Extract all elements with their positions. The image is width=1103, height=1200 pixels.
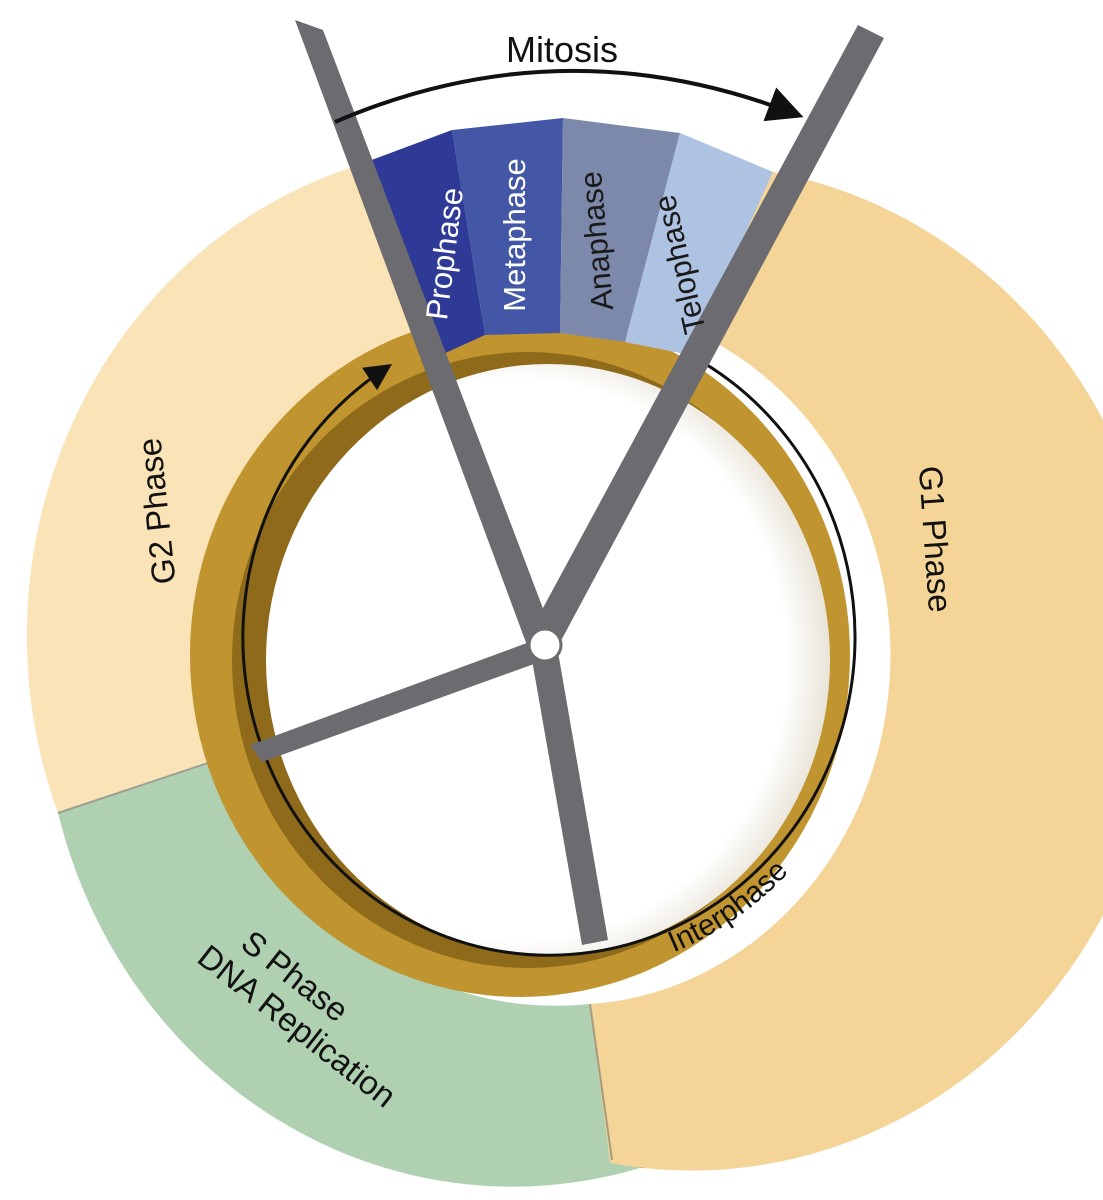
spoke-bottom (532, 652, 608, 945)
metaphase-segment (452, 118, 563, 335)
g1-phase-segment (590, 172, 1103, 1171)
g2-phase-segment (26, 168, 430, 813)
spoke-top-right (530, 25, 884, 650)
metaphase-label: Metaphase (497, 158, 532, 311)
anaphase-segment (560, 118, 680, 342)
spoke-top-left (295, 20, 555, 648)
interphase-arrow (241, 353, 857, 957)
s-phase-segment (58, 755, 640, 1187)
mitosis-arrow (334, 68, 804, 124)
prophase-segment (350, 130, 485, 360)
telophase-segment (625, 133, 773, 355)
spokes (250, 20, 884, 945)
spoke-left (250, 640, 545, 762)
mitosis-title: Mitosis (506, 29, 618, 70)
center-hub (527, 627, 563, 663)
